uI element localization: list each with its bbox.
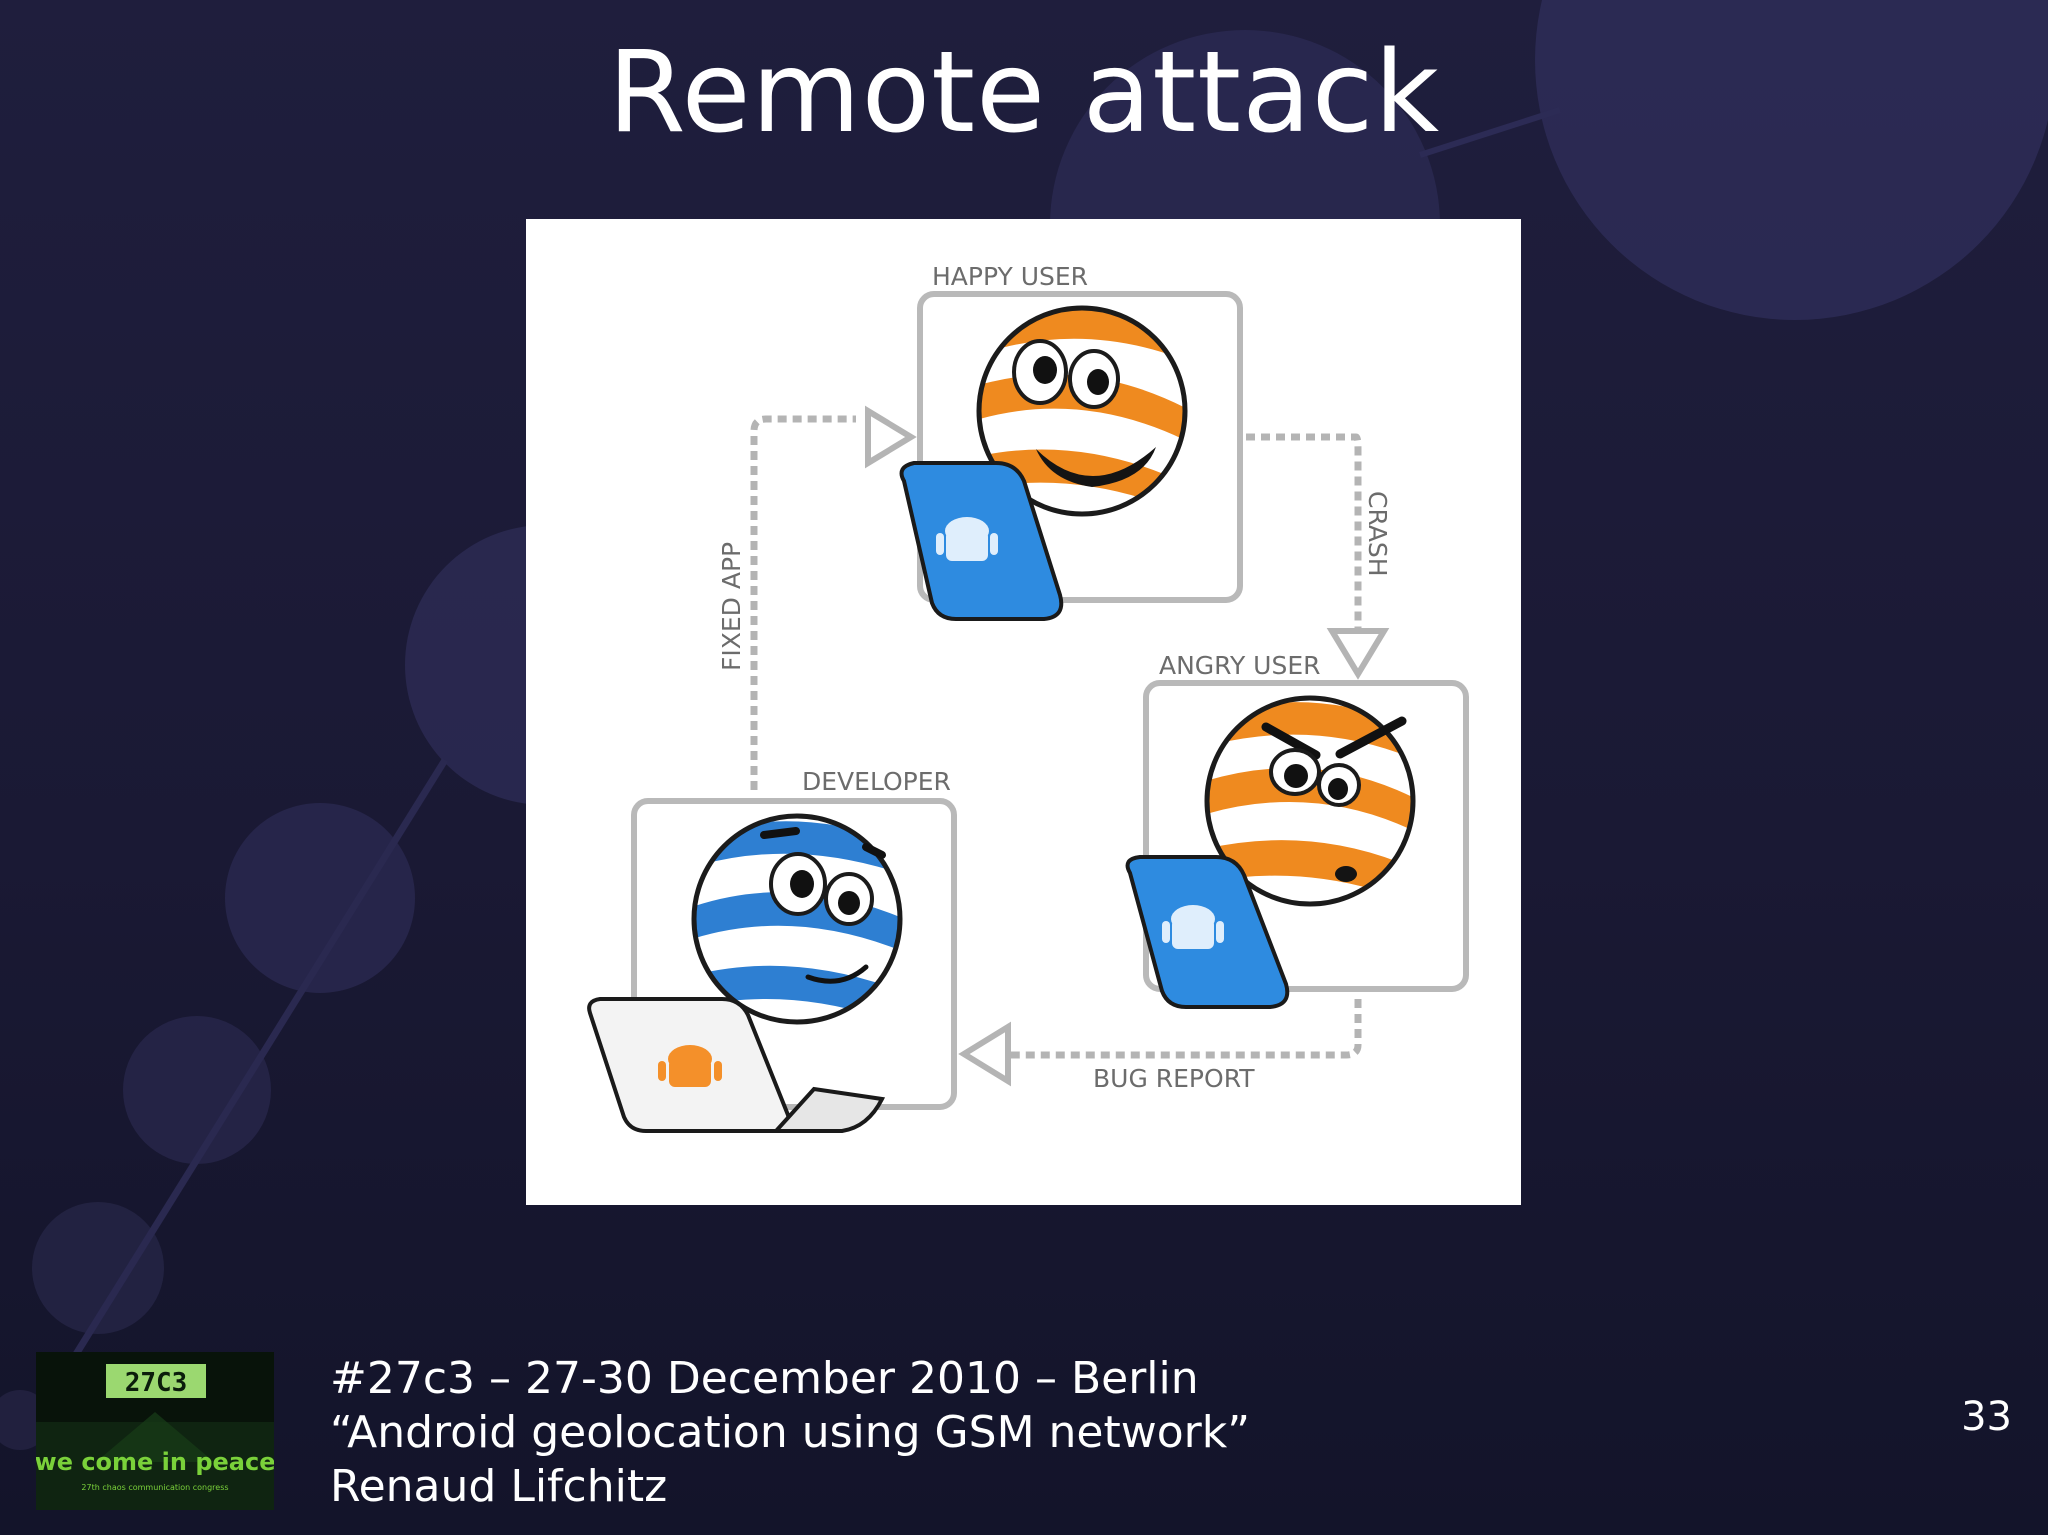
bg-circle-top-right bbox=[1535, 0, 2048, 320]
connector-crash bbox=[1246, 433, 1362, 629]
developer-laptop-android-logo bbox=[658, 1045, 722, 1087]
angry-laptop-android-logo bbox=[1162, 905, 1224, 949]
logo-subtext: 27th chaos communication congress bbox=[81, 1483, 228, 1492]
congress-logo: 27C3 we come in peace 27th chaos communi… bbox=[36, 1352, 274, 1510]
bg-circle-left-1 bbox=[225, 803, 415, 993]
slide-title: Remote attack bbox=[607, 28, 1441, 158]
developer-ball bbox=[694, 816, 900, 1022]
footer-author: Renaud Lifchitz bbox=[330, 1461, 668, 1512]
angry-user-figure bbox=[1125, 680, 1469, 1009]
arrow-crash bbox=[1326, 628, 1390, 680]
label-crash: CRASH bbox=[1363, 491, 1392, 577]
diagram-panel: HAPPY USER ANGRY USER DEVELOPER FIXED AP… bbox=[526, 219, 1521, 1205]
angry-user-ball bbox=[1207, 698, 1413, 904]
footer-event-line: #27c3 – 27-30 December 2010 – Berlin bbox=[330, 1353, 1199, 1404]
angry-brow-right bbox=[1335, 716, 1407, 759]
developer-figure bbox=[587, 798, 957, 1133]
happy-laptop-android-logo bbox=[936, 517, 998, 561]
developer-laptop-base bbox=[771, 1086, 886, 1133]
bg-circle-left-2 bbox=[123, 1016, 271, 1164]
arrow-fixed-app bbox=[865, 405, 917, 469]
label-bug-report: BUG REPORT bbox=[1093, 1064, 1255, 1093]
footer-talk-title: “Android geolocation using GSM network” bbox=[330, 1407, 1251, 1458]
developer-brow-right bbox=[862, 843, 886, 859]
label-developer: DEVELOPER bbox=[802, 767, 951, 796]
happy-mouth bbox=[1036, 447, 1156, 487]
logo-badge-text: 27C3 bbox=[125, 1368, 188, 1398]
connector-bug-report bbox=[1008, 999, 1362, 1059]
label-fixed-app: FIXED APP bbox=[717, 542, 746, 671]
bug-cycle-diagram: HAPPY USER ANGRY USER DEVELOPER FIXED AP… bbox=[587, 262, 1469, 1133]
label-angry-user: ANGRY USER bbox=[1159, 651, 1321, 680]
bg-line-top bbox=[1419, 107, 1561, 158]
happy-user-figure bbox=[899, 291, 1243, 621]
footer-text: #27c3 – 27-30 December 2010 – Berlin “An… bbox=[330, 1352, 1250, 1514]
label-happy-user: HAPPY USER bbox=[932, 262, 1088, 291]
page-number: 33 bbox=[1961, 1394, 2012, 1440]
logo-slogan: we come in peace bbox=[36, 1448, 274, 1476]
bg-circle-left-3 bbox=[32, 1202, 164, 1334]
logo-badge bbox=[106, 1364, 206, 1398]
developer-brow-left bbox=[760, 827, 800, 839]
angry-brow-left bbox=[1261, 722, 1321, 760]
bg-line-diagonal bbox=[57, 758, 448, 1382]
angry-mouth bbox=[1335, 866, 1357, 882]
arrow-bug-report bbox=[958, 1021, 1011, 1087]
developer-smile bbox=[805, 964, 869, 984]
connector-fixed-app bbox=[750, 415, 856, 790]
